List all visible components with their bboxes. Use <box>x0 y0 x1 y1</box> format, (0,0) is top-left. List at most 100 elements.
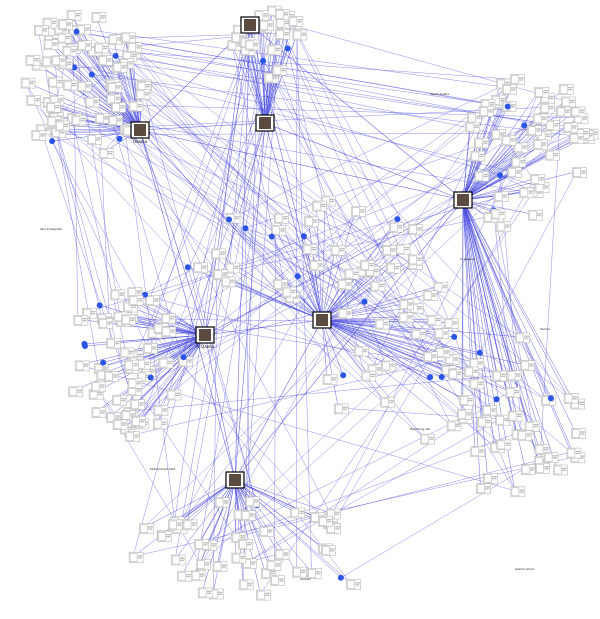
person-node[interactable] <box>238 538 253 550</box>
person-node[interactable] <box>26 95 42 106</box>
person-node[interactable] <box>231 552 247 564</box>
person-node[interactable] <box>128 552 144 563</box>
person-node[interactable] <box>112 52 119 59</box>
person-node[interactable] <box>476 349 483 356</box>
person-node[interactable] <box>20 77 36 89</box>
person-node[interactable] <box>422 290 438 301</box>
person-node[interactable] <box>110 289 126 301</box>
person-node[interactable] <box>519 187 535 199</box>
person-node[interactable] <box>561 96 576 108</box>
person-node[interactable] <box>66 10 82 21</box>
person-node[interactable] <box>507 410 523 422</box>
person-node[interactable] <box>131 416 146 427</box>
person-node[interactable] <box>108 115 123 126</box>
person-node[interactable] <box>268 233 275 240</box>
person-node[interactable] <box>194 539 209 550</box>
person-node[interactable] <box>320 545 336 556</box>
person-node[interactable] <box>161 313 176 324</box>
person-node[interactable] <box>474 170 490 182</box>
person-node[interactable] <box>570 106 586 118</box>
person-node[interactable] <box>443 318 459 329</box>
person-node[interactable] <box>479 106 494 117</box>
person-node[interactable] <box>281 286 297 298</box>
person-node[interactable] <box>242 558 257 570</box>
person-node[interactable] <box>272 65 288 76</box>
person-node[interactable] <box>562 122 578 133</box>
person-node[interactable] <box>112 62 128 73</box>
person-node[interactable] <box>127 287 143 299</box>
person-node[interactable] <box>333 403 349 415</box>
person-node[interactable] <box>112 419 128 431</box>
person-node[interactable] <box>470 446 486 458</box>
person-node[interactable] <box>318 515 333 527</box>
person-node[interactable] <box>435 347 451 359</box>
person-node[interactable] <box>266 44 282 56</box>
person-node[interactable] <box>493 396 500 403</box>
person-node[interactable] <box>388 221 404 233</box>
person-node[interactable] <box>85 96 100 108</box>
person-node[interactable] <box>569 133 585 144</box>
person-node[interactable] <box>337 308 353 319</box>
person-node[interactable] <box>74 360 90 372</box>
person-node[interactable] <box>270 575 285 586</box>
person-node[interactable] <box>116 135 123 142</box>
person-node[interactable] <box>446 420 462 432</box>
person-node[interactable] <box>521 122 528 129</box>
person-node[interactable] <box>434 328 450 340</box>
person-node[interactable] <box>322 374 338 385</box>
person-node[interactable] <box>94 42 109 54</box>
person-node[interactable] <box>107 82 122 93</box>
person-node[interactable] <box>82 343 88 349</box>
person-node[interactable] <box>545 149 560 161</box>
person-node[interactable] <box>135 89 151 100</box>
person-node[interactable] <box>288 16 304 27</box>
person-node[interactable] <box>91 12 107 23</box>
person-node[interactable] <box>98 55 113 66</box>
person-node[interactable] <box>325 508 341 520</box>
person-node[interactable] <box>142 291 148 298</box>
person-node[interactable] <box>33 25 49 36</box>
person-node[interactable] <box>197 587 213 599</box>
person-node[interactable] <box>100 359 107 366</box>
person-node[interactable] <box>242 225 249 232</box>
person-node[interactable] <box>374 318 390 330</box>
hub-node[interactable] <box>312 311 332 329</box>
person-node[interactable] <box>370 280 386 292</box>
person-node[interactable] <box>524 420 540 432</box>
person-node[interactable] <box>534 444 550 455</box>
person-node[interactable] <box>168 519 183 531</box>
person-node[interactable] <box>510 74 525 85</box>
person-node[interactable] <box>545 120 560 131</box>
person-node[interactable] <box>535 463 551 474</box>
person-node[interactable] <box>49 138 56 145</box>
person-node[interactable] <box>213 269 229 280</box>
person-node[interactable] <box>346 579 361 590</box>
person-node[interactable] <box>353 345 369 357</box>
person-node[interactable] <box>143 343 158 354</box>
person-node[interactable] <box>438 374 445 380</box>
person-node[interactable] <box>495 221 511 233</box>
person-node[interactable] <box>492 370 507 382</box>
person-node[interactable] <box>465 121 481 133</box>
person-node[interactable] <box>459 394 474 406</box>
person-node[interactable] <box>532 139 548 150</box>
person-node[interactable] <box>73 314 89 326</box>
person-node[interactable] <box>476 483 491 494</box>
person-node[interactable] <box>408 224 423 235</box>
person-node[interactable] <box>231 532 247 543</box>
person-node[interactable] <box>43 39 59 51</box>
person-node[interactable] <box>124 359 139 371</box>
person-node[interactable] <box>274 9 290 20</box>
person-node[interactable] <box>515 332 530 344</box>
person-node[interactable] <box>380 396 396 408</box>
person-node[interactable] <box>558 84 574 95</box>
person-node[interactable] <box>360 260 376 271</box>
person-node[interactable] <box>470 150 486 162</box>
person-node[interactable] <box>139 523 154 535</box>
person-node[interactable] <box>54 120 70 132</box>
person-node[interactable] <box>147 374 154 381</box>
person-node[interactable] <box>48 76 64 88</box>
person-node[interactable] <box>161 326 177 338</box>
person-node[interactable] <box>88 71 95 78</box>
person-node[interactable] <box>263 72 279 84</box>
